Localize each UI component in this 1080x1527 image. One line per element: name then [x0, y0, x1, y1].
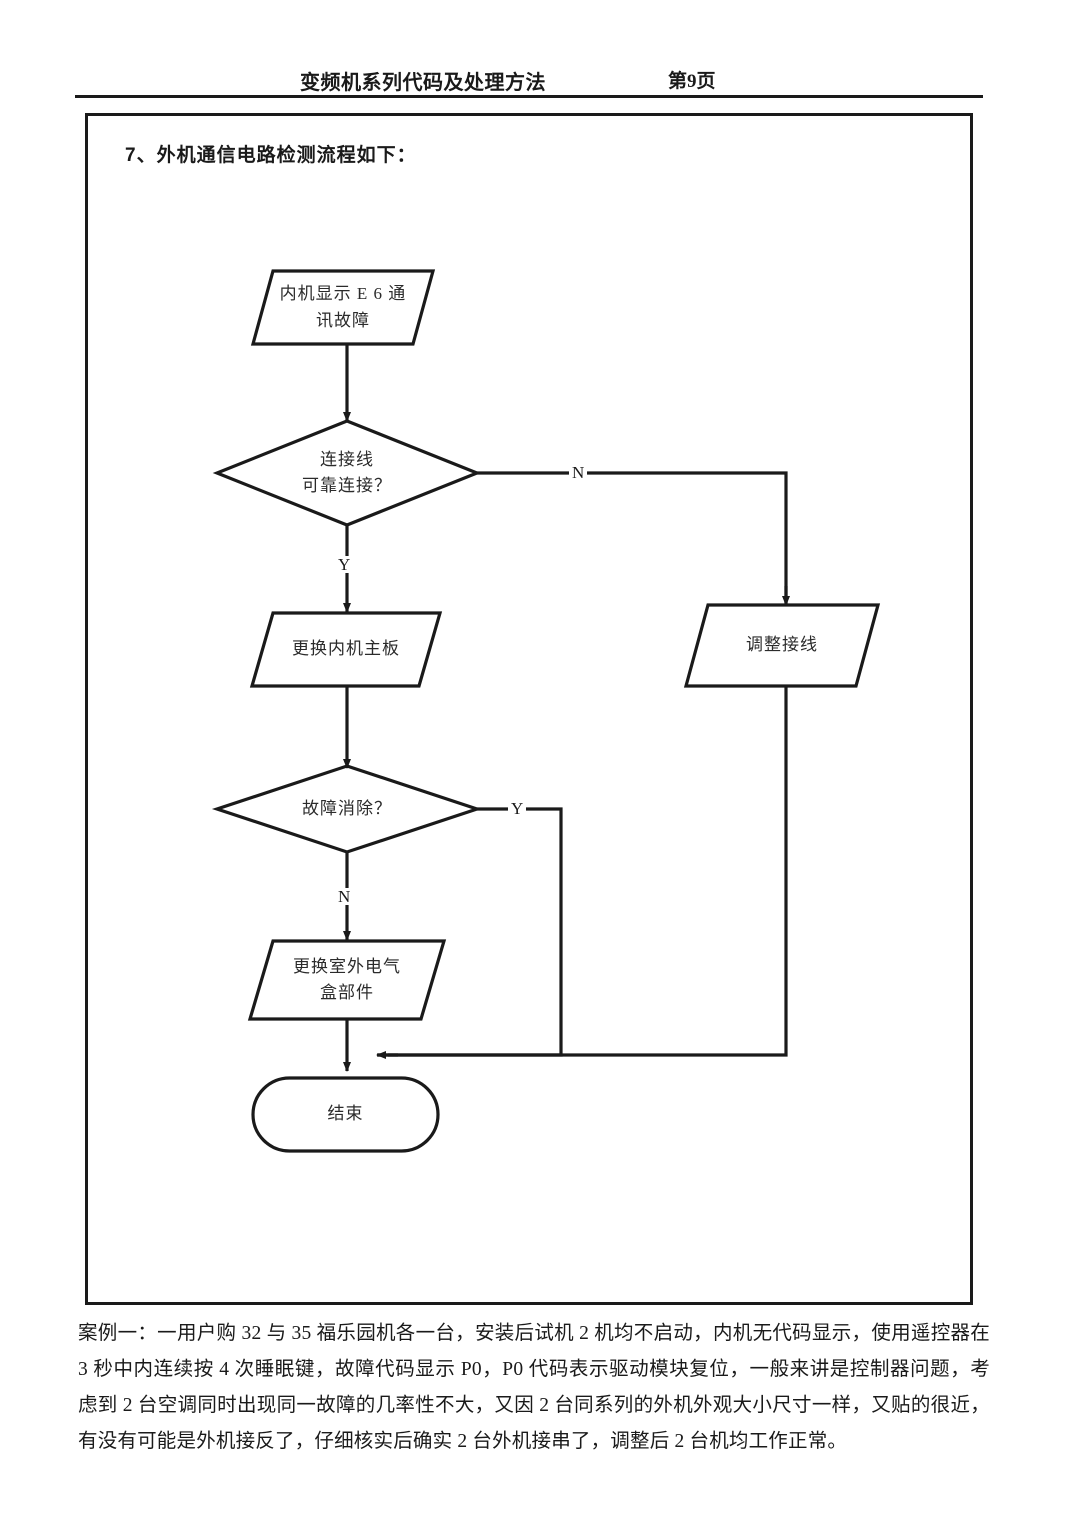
node-start-shape: [250, 269, 436, 346]
node-replace-main-shape: [249, 611, 443, 688]
edge-label-decision2-no: N: [335, 888, 354, 905]
page-number: 第9页: [668, 71, 716, 92]
node-replace-box-shape: [247, 939, 447, 1021]
edge-label-decision1-yes: Y: [335, 556, 354, 573]
edge-adjust-wire-to-merge: [388, 686, 788, 1057]
page-header: 变频机系列代码及处理方法 第9页: [0, 66, 1080, 100]
flowchart-diagram: 内机显示 E 6 通 讯故障 连接线 可靠连接？ 更换内机主板 调整接线 故障消…: [88, 116, 976, 1308]
node-decision2-shape: [211, 764, 483, 854]
node-end-shape: [251, 1076, 440, 1153]
document-title: 变频机系列代码及处理方法: [300, 72, 546, 94]
content-frame: 7、外机通信电路检测流程如下：: [85, 113, 973, 1305]
edge-decision1-no: [477, 471, 788, 603]
node-decision1-shape: [212, 419, 482, 527]
section-heading: 7、外机通信电路检测流程如下：: [125, 145, 417, 166]
case-note-paragraph: 案例一：一用户购 32 与 35 福乐园机各一台，安装后试机 2 机均不启动，内…: [78, 1323, 990, 1452]
edge-label-decision2-yes: Y: [508, 800, 527, 817]
header-divider-rule: [75, 95, 983, 98]
node-adjust-wire-shape: [683, 603, 881, 688]
edge-label-decision1-no: N: [569, 464, 588, 481]
flowchart-svg: [211, 269, 881, 1153]
